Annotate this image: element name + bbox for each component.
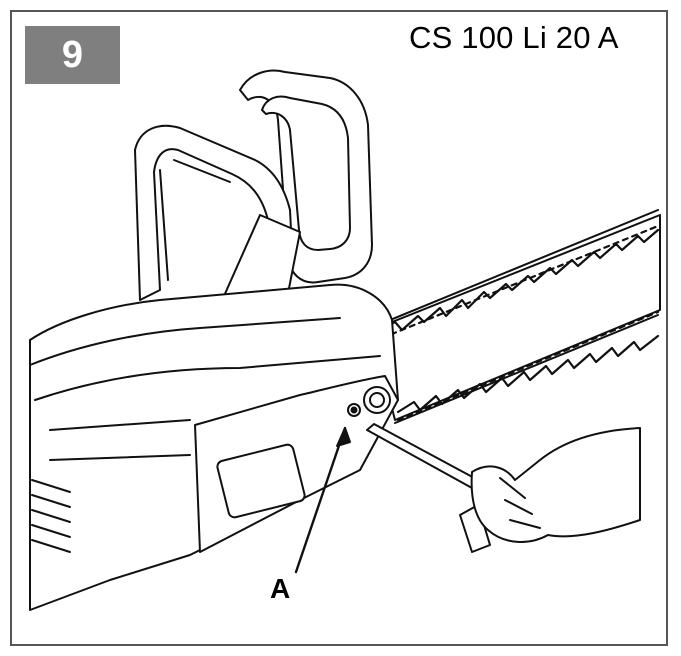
saw-chain bbox=[378, 224, 660, 422]
step-number-badge: 9 bbox=[25, 26, 120, 84]
callout-arrow bbox=[294, 426, 351, 574]
hand-icon bbox=[470, 427, 641, 543]
callout-label-a: A bbox=[270, 573, 291, 604]
sprocket-cover bbox=[194, 375, 399, 553]
front-hand-guard bbox=[239, 69, 373, 284]
model-name: CS 100 Li 20 A bbox=[409, 20, 619, 55]
chain-tensioner-icon bbox=[347, 386, 391, 417]
